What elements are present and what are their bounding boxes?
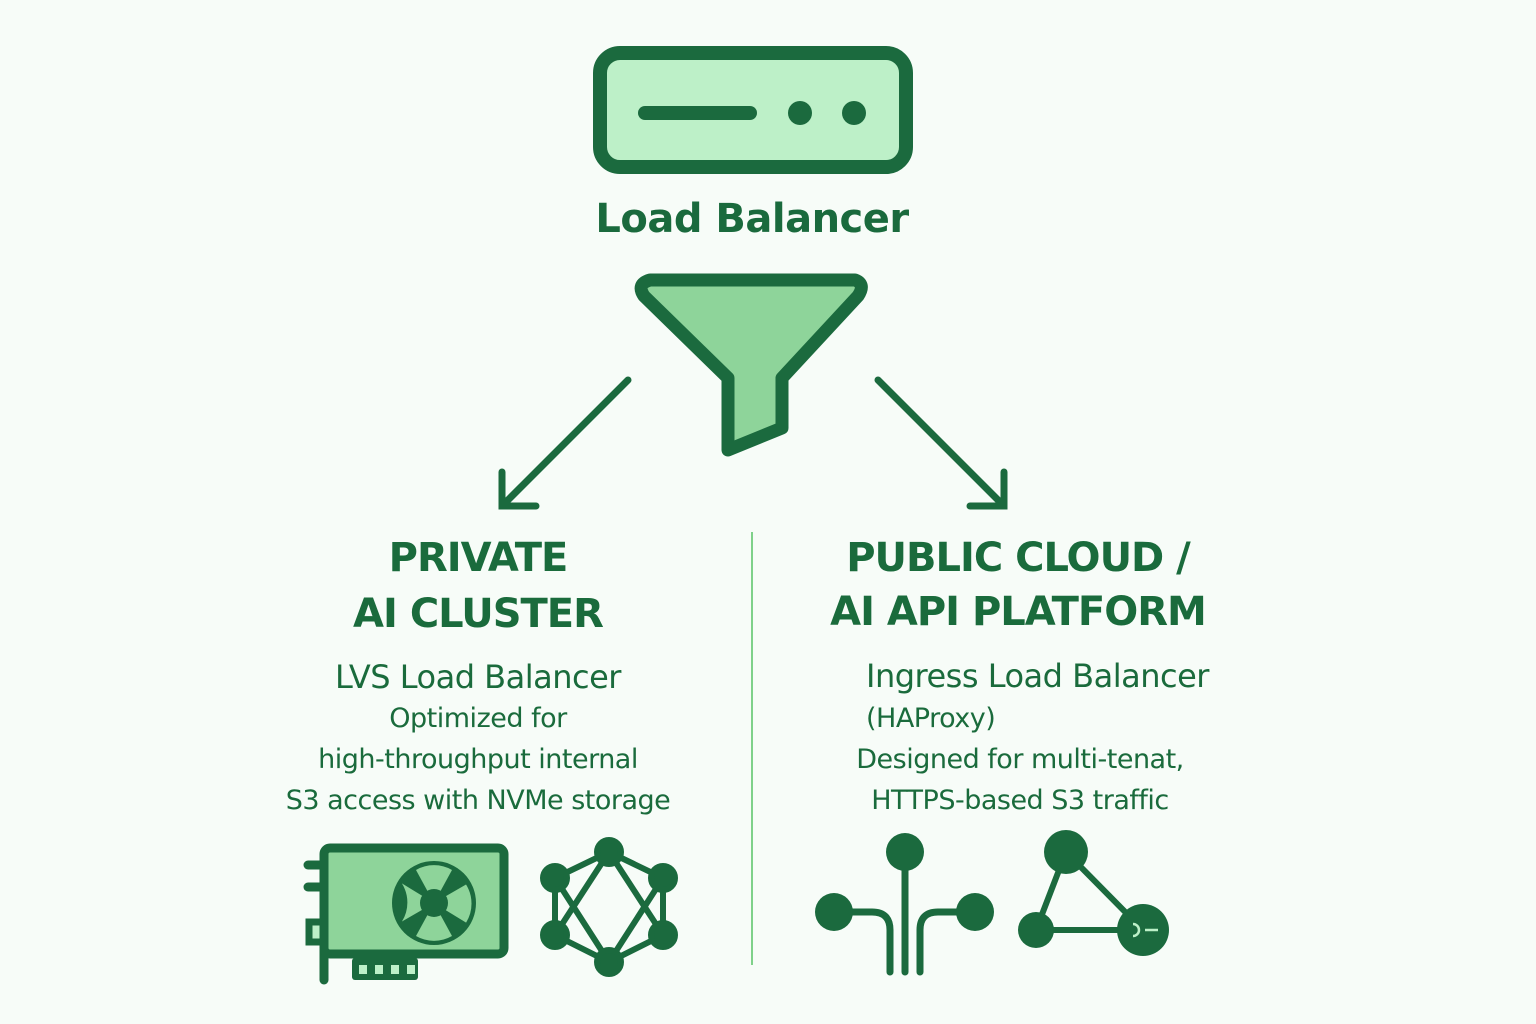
arrow-right <box>874 376 1008 510</box>
private-cluster-heading-line2: AI CLUSTER <box>353 591 604 637</box>
haproxy-label: (HAProxy) <box>866 703 996 734</box>
api-routing-icon <box>815 833 994 976</box>
network-mesh-icon <box>540 837 678 977</box>
server-icon <box>593 46 913 174</box>
gpu-card-icon <box>303 843 509 985</box>
left-description-line3: S3 access with NVMe storage <box>285 785 671 816</box>
right-description-line1: Designed for multi-tenat, <box>856 744 1184 775</box>
arrow-left <box>498 376 632 510</box>
left-description-line2: high-throughput internal <box>318 744 638 775</box>
left-description-line1: Optimized for <box>389 703 567 734</box>
ingress-subtitle: Ingress Load Balancer <box>866 657 1209 695</box>
funnel-icon <box>634 273 868 457</box>
load-balancer-title: Load Balancer <box>595 196 909 242</box>
public-cloud-heading-line2: AI API PLATFORM <box>830 589 1207 635</box>
right-description-line2: HTTPS-based S3 traffic <box>871 785 1169 816</box>
private-cluster-heading-line1: PRIVATE <box>388 535 569 581</box>
public-cloud-heading-line1: PUBLIC CLOUD / <box>846 535 1191 581</box>
node-graph-icon <box>1018 830 1169 956</box>
lvs-subtitle: LVS Load Balancer <box>335 658 621 696</box>
